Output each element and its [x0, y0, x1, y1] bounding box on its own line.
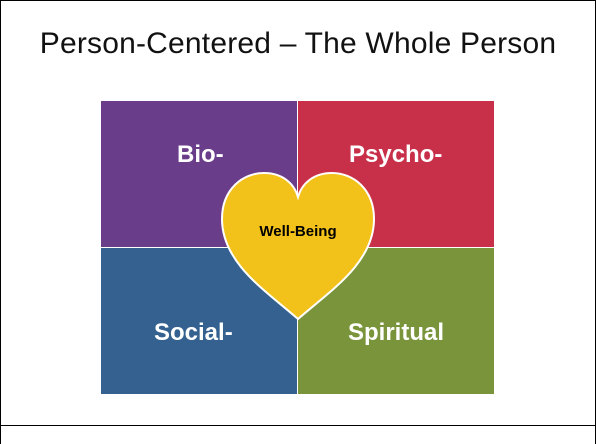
quadrant-social-label: Social-	[154, 319, 233, 346]
slide: Person-Centered – The Whole Person Bio- …	[0, 0, 596, 426]
quadrant-psycho-label: Psycho-	[349, 141, 443, 168]
next-slide-edge	[0, 425, 596, 444]
quadrant-spiritual-label: Spiritual	[348, 319, 445, 346]
slide-title: Person-Centered – The Whole Person	[39, 27, 557, 60]
quadrant-bio-label: Bio-	[177, 141, 224, 168]
quadrant-social: Social-	[101, 248, 297, 394]
whole-person-diagram: Bio- Psycho- Social- Spiritual Well-Bein…	[101, 101, 495, 395]
heart-icon	[220, 171, 376, 321]
heart-shape	[220, 171, 376, 321]
well-being-label: Well-Being	[259, 223, 337, 240]
